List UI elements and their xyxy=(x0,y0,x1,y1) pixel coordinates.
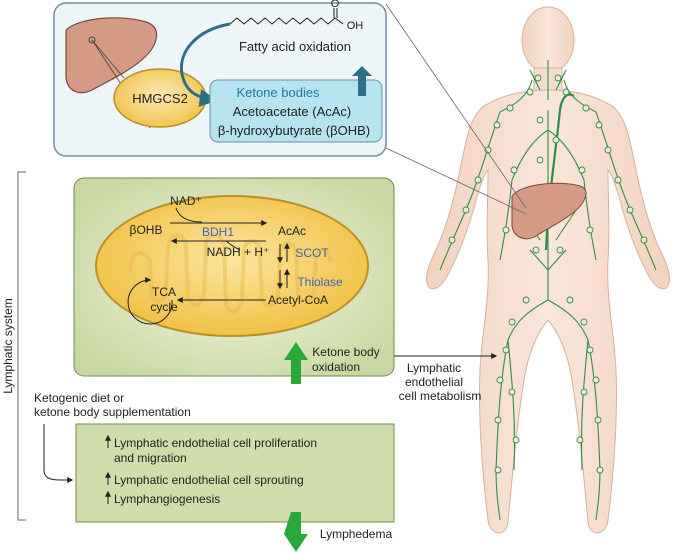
liver-zoom-point xyxy=(88,36,96,44)
lymphedema-down-arrow xyxy=(284,512,308,552)
lymphatic-vessel-network xyxy=(439,60,657,521)
connector-line-bottom xyxy=(385,147,527,215)
ketone-oxidation-line2: oxidation xyxy=(312,360,360,374)
fatty-acid-to-ketone-arrow xyxy=(179,22,231,107)
fatty-acid-oxidation-label: Fatty acid oxidation xyxy=(239,39,351,54)
diet-line2: ketone body supplementation xyxy=(34,405,191,419)
diet-line1: Ketogenic diet or xyxy=(34,391,124,405)
mito-nad-plus: NAD⁺ xyxy=(170,194,202,208)
hydroxyl-bond xyxy=(334,17,344,25)
liver-icon xyxy=(65,17,158,94)
lymphatic-metabolism-line2: endothelial xyxy=(405,375,463,389)
effect2-label: Lymphatic endothelial cell sprouting xyxy=(114,473,304,487)
tca-label: TCA xyxy=(152,285,176,299)
lymphatic-system-label: Lymphatic system xyxy=(1,298,15,394)
mito-thiolase: Thiolase xyxy=(297,275,343,289)
lymph-nodes xyxy=(448,74,648,474)
tca-cycle-label: cycle xyxy=(150,300,178,314)
mito-acac: AcAc xyxy=(278,224,306,238)
body-liver-icon xyxy=(511,182,587,240)
lymphatic-metabolism-line3: cell metabolism xyxy=(399,389,482,403)
effect1-line2: and migration xyxy=(114,451,187,465)
effect1-line1: Lymphatic endothelial cell proliferation xyxy=(114,436,317,450)
tca-cycle-ring xyxy=(127,277,173,325)
diet-to-effects-arrow xyxy=(43,424,74,483)
connector-line-top xyxy=(385,3,527,209)
fatty-acid-chain xyxy=(229,17,336,25)
ketone-oxidation-up-arrow xyxy=(284,342,308,384)
ketone-bodies-acac: Acetoacetate (AcAc) xyxy=(233,104,352,119)
mito-bdh1: BDH1 xyxy=(202,225,234,239)
ketone-oxidation-line1: Ketone body xyxy=(312,345,379,359)
ketone-bodies-up-arrow xyxy=(352,66,372,96)
mito-acetyl-coa: Acetyl-CoA xyxy=(268,293,328,307)
hmgcs2-label: HMGCS2 xyxy=(132,91,188,106)
lymphedema-label: Lymphedema xyxy=(320,527,393,541)
mito-scot: SCOT xyxy=(295,246,329,260)
body-torso xyxy=(425,89,671,534)
ketone-bodies-box xyxy=(209,79,383,143)
effects-panel xyxy=(75,423,395,523)
ketone-bodies-title: Ketone bodies xyxy=(236,85,320,100)
nad-curve-arrow xyxy=(175,207,203,223)
hydroxyl-group: OH xyxy=(347,20,364,32)
carbonyl-oxygen: O xyxy=(331,0,340,10)
mito-nadh: NADH + H⁺ xyxy=(207,245,270,259)
liver-zoom-line-1 xyxy=(91,39,125,79)
nadh-curve-arrow xyxy=(225,240,241,251)
effect3-label: Lymphangiogenesis xyxy=(114,492,220,506)
lymphatic-metabolism-line1: Lymphatic xyxy=(407,361,461,375)
mitochondrion-cristae xyxy=(128,233,332,314)
lymphatic-system-bracket xyxy=(17,171,26,521)
mito-bohb: βOHB xyxy=(130,223,163,237)
mitochondrion xyxy=(95,195,369,337)
ketone-bodies-bohb: β-hydroxybutyrate (βOHB) xyxy=(218,123,370,138)
